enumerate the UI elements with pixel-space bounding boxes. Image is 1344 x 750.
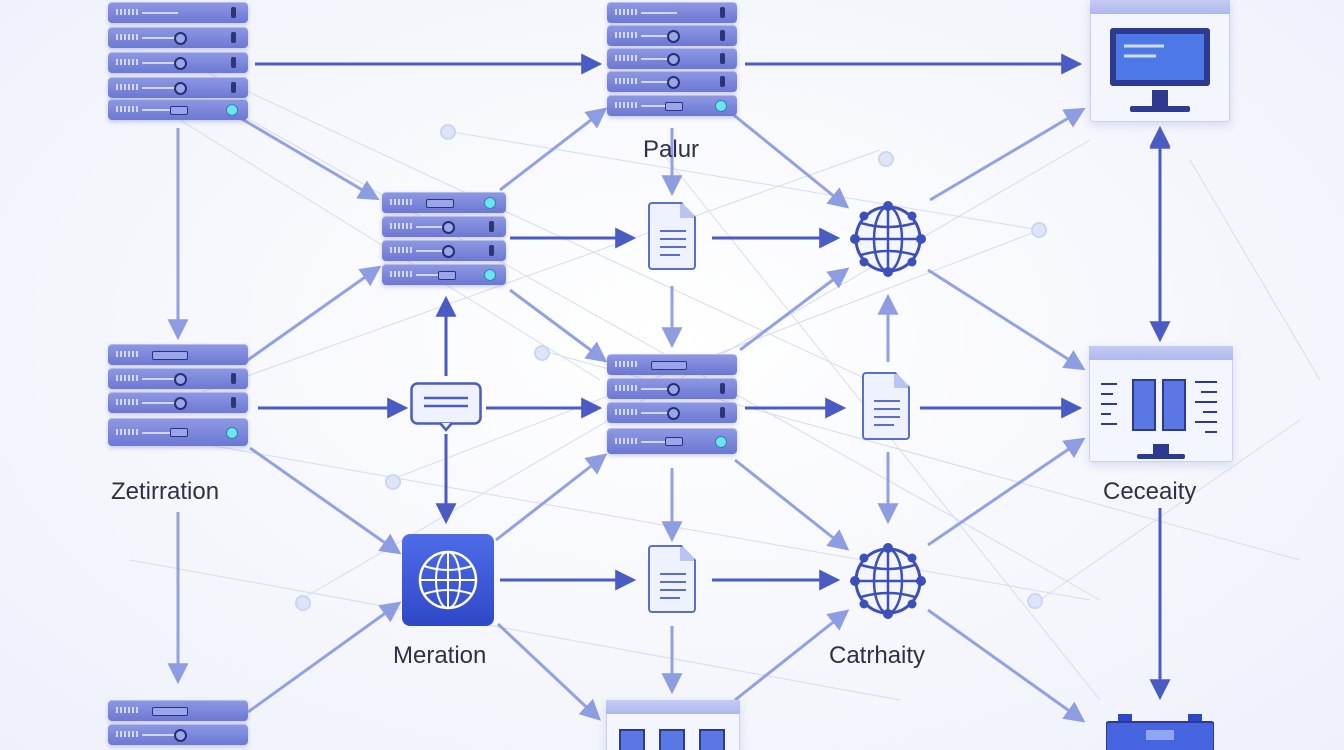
junction-dot (385, 474, 401, 490)
label-zetirration: Zetirration (111, 478, 220, 505)
message-box-icon[interactable] (410, 382, 482, 432)
label-ceceaity: Ceceaity (1103, 478, 1197, 505)
label-palur: Palur (643, 136, 700, 163)
junction-dot (1027, 593, 1043, 609)
document-icon[interactable] (648, 202, 696, 270)
monitor-icon[interactable] (1090, 0, 1230, 122)
document-icon[interactable] (862, 372, 910, 440)
globe-app-icon[interactable] (402, 534, 494, 626)
label-catrhaity: Catrhaity (829, 642, 926, 669)
junction-dot (295, 595, 311, 611)
label-meration: Meration (393, 642, 487, 669)
app-window-icon[interactable] (606, 700, 740, 750)
server-top-left[interactable] (108, 0, 248, 124)
server-top-center[interactable] (607, 0, 737, 122)
junction-dot (440, 124, 456, 140)
server-mid-left[interactable] (108, 344, 248, 458)
junction-dot (878, 151, 894, 167)
server-center[interactable] (607, 354, 737, 458)
dashboard-monitor-icon[interactable] (1089, 346, 1233, 462)
globe-network-icon[interactable] (842, 193, 934, 285)
battery-device-icon[interactable] (1105, 714, 1215, 750)
globe-network-icon[interactable] (842, 535, 934, 627)
junction-dot (534, 345, 550, 361)
server-upper-middle[interactable] (382, 192, 506, 288)
junction-dot (1031, 222, 1047, 238)
document-icon[interactable] (648, 545, 696, 613)
server-bottom-left[interactable] (108, 700, 248, 750)
